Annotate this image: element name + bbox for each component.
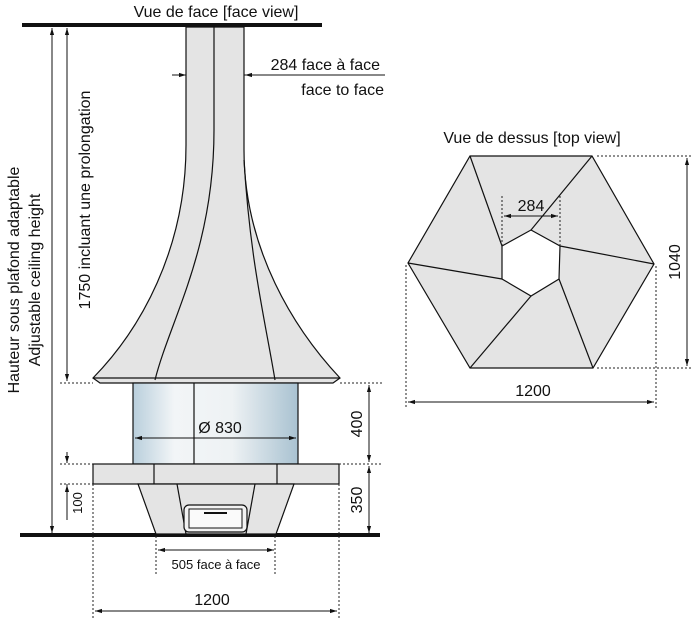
leg-width-label: 505 face à face: [172, 557, 261, 572]
depth-label: 1040: [667, 244, 684, 280]
diameter-label: Ø 830: [198, 420, 242, 437]
hood: [92, 26, 341, 384]
hood-top-seams: [407, 155, 655, 369]
front-view-title: Vue de face [face view]: [134, 4, 299, 21]
top-view-title: Vue de dessus [top view]: [443, 130, 620, 147]
hood-seam: [243, 159, 276, 381]
hood-seam: [154, 27, 215, 381]
hood-top-outline: [407, 155, 655, 369]
top-width-label: 1200: [515, 383, 551, 400]
hood-height-label: 1750 incluant une prolongation: [77, 91, 94, 310]
inner-width-label: 284: [518, 198, 545, 215]
top-view: Vue de dessus [top view] 284 1040 1200: [405, 130, 692, 408]
cylinder-height-label: 400: [349, 411, 366, 438]
flue-width-label-en: face to face: [301, 82, 384, 99]
ceiling-height-label: Hauteur sous plafond adaptable: [6, 166, 23, 393]
base-slab: [92, 463, 340, 485]
front-width-label: 1200: [194, 592, 230, 609]
base-height-label: 350: [349, 487, 366, 514]
front-view: Vue de face [face view] 284 face à face …: [6, 4, 385, 620]
slab-height-label: 100: [70, 492, 85, 514]
glass-cylinder: [132, 382, 299, 465]
ceiling-height-label-en: Adjustable ceiling height: [27, 193, 44, 366]
flue-width-label: 284 face à face: [271, 57, 381, 74]
